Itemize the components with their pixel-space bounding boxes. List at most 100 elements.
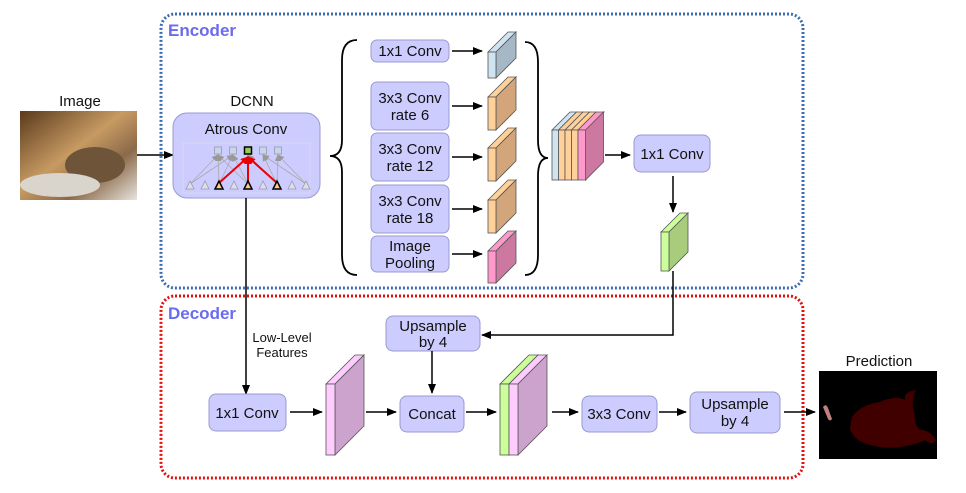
decoder-title: Decoder xyxy=(168,304,236,323)
aspp-branch-label: rate 18 xyxy=(387,210,434,227)
aspp-branch-label: 3x3 Conv xyxy=(378,90,442,107)
upsample-1-block xyxy=(385,315,481,352)
aspp-conv-block xyxy=(370,235,450,273)
decoder-1x1-conv-label: 1x1 Conv xyxy=(215,405,279,422)
slab-front xyxy=(487,51,497,79)
aspp-branch-label: 1x1 Conv xyxy=(378,43,442,60)
aspp-feature-map xyxy=(487,230,517,284)
low-level-feature-map xyxy=(325,354,365,456)
input-image xyxy=(20,111,137,200)
atrous-conv-label: Atrous Conv xyxy=(205,121,288,138)
atrous-sampled-input xyxy=(213,179,225,190)
atrous-link xyxy=(232,154,249,185)
right-brace xyxy=(524,41,549,276)
upsample-2-label-2: by 4 xyxy=(721,413,749,430)
atrous-input xyxy=(301,180,311,190)
aspp-branch-label: 3x3 Conv xyxy=(378,141,442,158)
aspp-conv-block xyxy=(370,39,450,63)
atrous-sampled-input xyxy=(271,179,283,190)
encoder-output-feature-map xyxy=(660,212,689,272)
aspp-conv-block xyxy=(370,184,450,234)
feature-maps xyxy=(325,111,689,456)
encoder-1x1-conv-block xyxy=(633,134,711,173)
decoder-1x1-conv-block xyxy=(208,393,287,432)
concat-feature-map xyxy=(499,354,548,456)
atrous-input xyxy=(185,180,195,190)
slab-front xyxy=(487,147,497,182)
3x3-conv-block xyxy=(581,395,658,433)
slab-front xyxy=(487,96,497,131)
decoder-region xyxy=(159,294,805,480)
atrous-input xyxy=(287,180,297,190)
stack-front xyxy=(551,129,559,181)
stack-front xyxy=(558,129,566,181)
aspp-branch-1: 1x1 Conv xyxy=(370,31,517,79)
atrous-node xyxy=(259,146,267,155)
aspp-conv-block xyxy=(370,81,450,131)
upsample-1-label-1: Upsample xyxy=(399,318,467,335)
aspp-branch-label: Image xyxy=(389,238,431,255)
encoder-1x1-conv-label: 1x1 Conv xyxy=(640,146,704,163)
slab-side xyxy=(334,354,365,456)
slab-front xyxy=(487,199,497,234)
aspp-branch-label: 3x3 Conv xyxy=(378,193,442,210)
concat-label: Concat xyxy=(408,406,456,423)
low-level-label-1: Low-Level xyxy=(252,330,311,345)
atrous-input xyxy=(258,180,268,190)
stack-side xyxy=(585,111,604,181)
slab-front xyxy=(487,250,497,284)
slab-front xyxy=(499,383,510,456)
3x3-conv-label: 3x3 Conv xyxy=(587,406,651,423)
upsample-1-label-2: by 4 xyxy=(419,334,447,351)
aspp-branch-label: Pooling xyxy=(385,255,435,272)
atrous-link xyxy=(262,154,307,185)
slab-front xyxy=(325,383,336,456)
aspp-feature-map xyxy=(487,127,517,182)
dcnn-label: DCNN xyxy=(230,93,273,110)
aspp-feature-map xyxy=(487,179,517,234)
atrous-link xyxy=(218,154,234,185)
atrous-frame xyxy=(182,142,311,194)
stack-front xyxy=(564,129,572,181)
aspp-feature-map xyxy=(487,76,517,131)
stack-front xyxy=(571,129,579,181)
atrous-convolution-icon xyxy=(182,142,311,194)
stack-front xyxy=(577,129,587,181)
atrous-link xyxy=(277,154,307,185)
concat-lilac-part xyxy=(508,354,548,456)
aspp-feature-map xyxy=(487,31,517,79)
encoder-title: Encoder xyxy=(168,21,236,40)
low-level-label-2: Features xyxy=(256,345,308,360)
input-image-label: Image xyxy=(59,93,101,110)
atrous-sampled-input xyxy=(242,179,254,190)
atrous-node xyxy=(274,146,282,155)
atrous-active-link xyxy=(218,156,249,184)
slab-front xyxy=(508,383,519,456)
atrous-node xyxy=(214,146,222,155)
aspp-concat-feature-map xyxy=(551,111,605,181)
atrous-link xyxy=(189,154,234,185)
atrous-input xyxy=(200,180,210,190)
upsample-2-label-1: Upsample xyxy=(701,396,769,413)
left-brace xyxy=(329,39,358,276)
atrous-node xyxy=(229,146,237,155)
slab-front xyxy=(660,231,670,272)
concat-block xyxy=(399,395,465,433)
aspp-branch-label: rate 6 xyxy=(391,107,429,124)
atrous-active-link xyxy=(247,156,278,184)
encoder-to-upsample-arrow xyxy=(481,271,674,339)
atrous-output-node xyxy=(243,146,253,155)
aspp-conv-block xyxy=(370,132,450,182)
atrous-link xyxy=(189,154,219,185)
atrous-input xyxy=(229,180,239,190)
prediction-mask-image xyxy=(819,371,937,459)
prediction-label: Prediction xyxy=(846,353,913,370)
aspp-branch-label: rate 12 xyxy=(387,158,434,175)
upsample-2-block xyxy=(689,391,781,434)
